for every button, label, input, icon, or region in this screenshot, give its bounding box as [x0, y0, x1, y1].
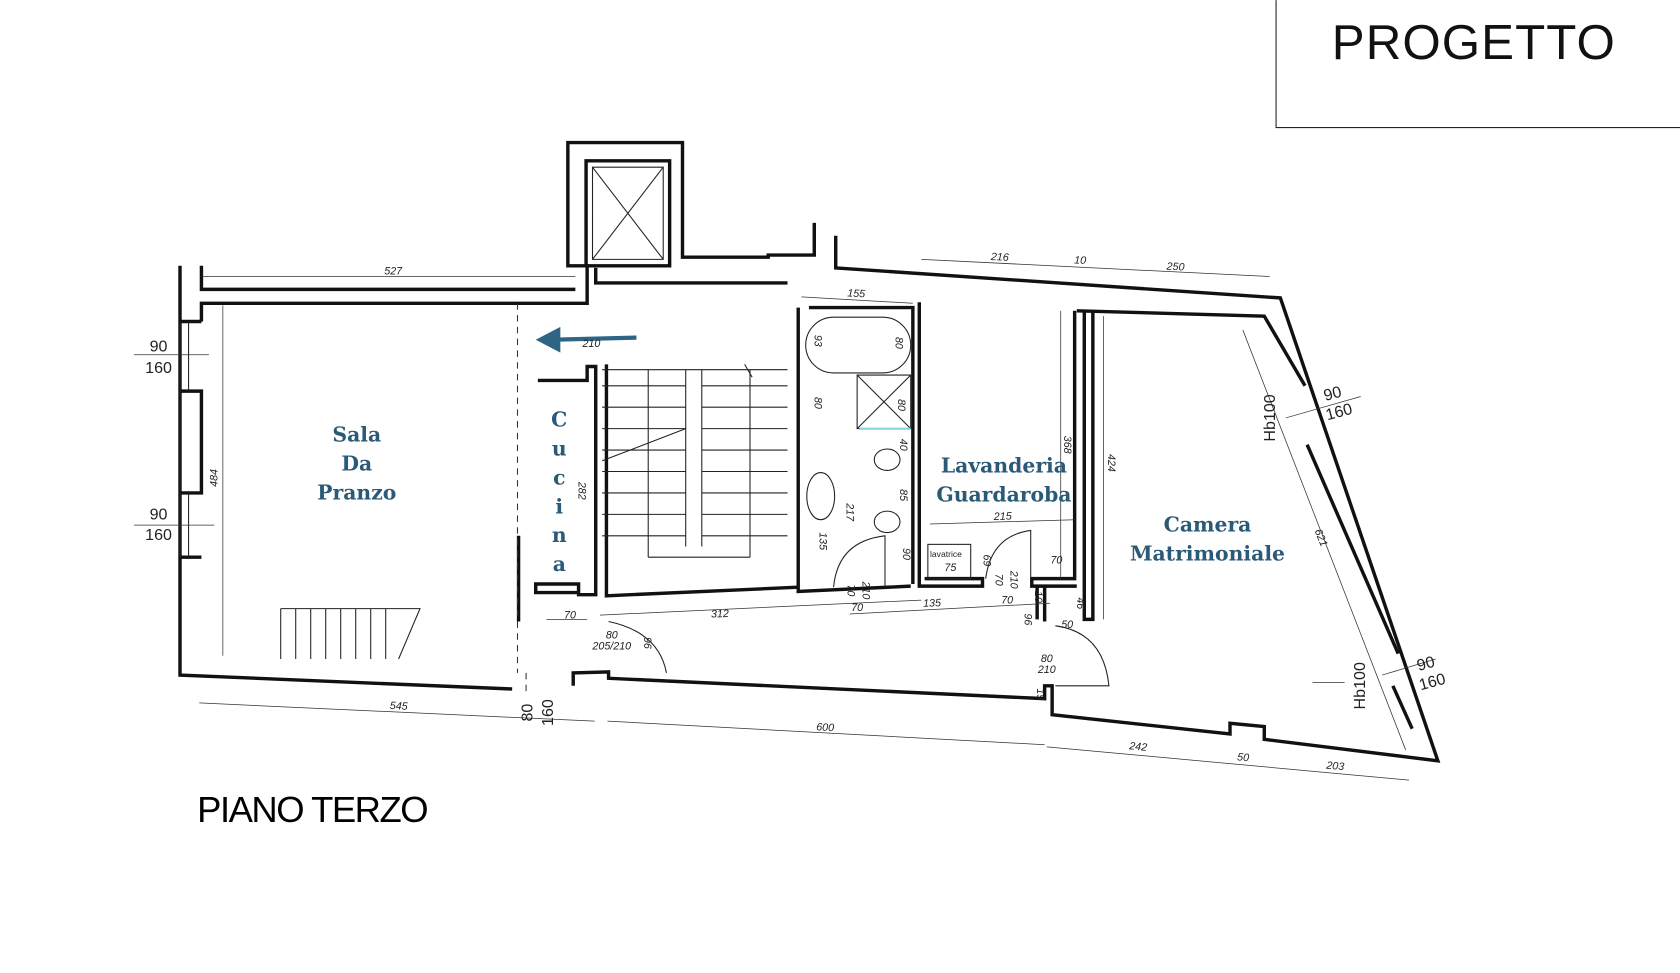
room-label-letter: i	[555, 494, 563, 518]
dimension-label: 160	[145, 359, 172, 377]
dimension-label: 312	[711, 608, 729, 621]
dimension-label: 484	[208, 469, 220, 487]
dimension-label: 210	[1007, 570, 1019, 589]
dimension-label: 90	[1415, 653, 1437, 675]
dimension-label: 80	[893, 337, 905, 349]
room-lavanderia-guardaroba: Lavanderia Guardaroba	[936, 454, 1071, 507]
toilet-icon	[873, 510, 901, 534]
arrow-left-icon	[535, 326, 637, 353]
room-label: Da	[341, 451, 372, 475]
staircase	[280, 364, 788, 660]
dimension-label: 70	[1001, 594, 1013, 606]
dimension-label: 80	[606, 630, 618, 642]
dimension-label: 621	[1312, 527, 1330, 548]
room-label-letter: n	[552, 523, 567, 547]
dimension-label: 160	[539, 699, 557, 726]
dimension-label: 93	[811, 335, 823, 347]
dimension-label: 135	[923, 597, 941, 610]
dimension-label: 80	[1041, 653, 1053, 665]
dimension-label: 90	[1322, 383, 1344, 405]
room-label-letter: a	[553, 552, 566, 576]
room-label-letter: C	[551, 408, 567, 432]
dimension-label: 46	[1074, 597, 1086, 609]
dimension-label: 96	[1021, 613, 1033, 625]
dimension-label: 10	[1074, 254, 1087, 267]
dimension-label: 210	[860, 580, 872, 599]
room-label: Sala	[332, 423, 381, 447]
dimension-label: 90	[900, 548, 912, 560]
room-label: Matrimoniale	[1130, 541, 1285, 565]
dimension-label: 135	[817, 532, 829, 550]
dimension-label: 205/210	[591, 640, 631, 652]
floor-label: PIANO TERZO	[197, 789, 428, 830]
room-label: Camera	[1164, 512, 1252, 536]
dimension-label: 424	[1105, 454, 1117, 472]
dimension-label: 80	[811, 397, 823, 409]
dimension-label: 96	[641, 637, 653, 649]
dimension-label: 215	[993, 510, 1012, 523]
dimension-label: 10	[1032, 591, 1044, 603]
dimension-label: 282	[576, 481, 588, 500]
dimension-label: 40	[897, 439, 909, 451]
dimension-label: 368	[1061, 436, 1073, 454]
dimension-label: 85	[897, 489, 909, 501]
dimension-label: 70	[1050, 555, 1062, 567]
dimension-label: 242	[1128, 740, 1148, 754]
bidet-icon	[873, 448, 901, 471]
room-label: Guardaroba	[936, 483, 1071, 507]
dimension-lines	[133, 258, 1436, 781]
dimension-label: 90	[150, 506, 168, 524]
dimension-label: 69	[981, 554, 993, 566]
dimension-label: 50	[1237, 751, 1250, 764]
room-sala-da-pranzo: Sala Da Pranzo	[317, 423, 396, 505]
dimension-label: 216	[990, 251, 1010, 264]
room-label: Pranzo	[317, 480, 396, 504]
dimension-label: 160	[145, 526, 172, 544]
room-label-letter: u	[552, 436, 567, 460]
room-label-letter: c	[553, 465, 565, 489]
washing-machine	[927, 543, 972, 580]
title-progetto: PROGETTO	[1332, 15, 1616, 70]
dimension-label: 19	[1034, 688, 1046, 700]
dimension-label: 80	[519, 704, 537, 722]
door-swings	[608, 529, 1110, 687]
dimension-label: 155	[847, 287, 866, 300]
title-block: PROGETTO	[1275, 0, 1680, 129]
elevator-shaft-icon	[591, 166, 664, 260]
dimension-label: 527	[384, 265, 403, 277]
dimension-label: 250	[1165, 261, 1185, 274]
dimension-label: 217	[843, 502, 855, 522]
dimension-label: Hb100	[1261, 394, 1279, 441]
dimension-label: 50	[1061, 619, 1073, 631]
dimension-label: 90	[150, 338, 168, 356]
bathroom-fixtures	[805, 316, 972, 580]
dimension-label: 210	[581, 338, 600, 350]
dimension-label: 70	[845, 584, 857, 596]
dimension-label: Hb100	[1351, 662, 1369, 709]
walls	[178, 140, 1441, 763]
dimension-label: 80	[895, 399, 907, 411]
bathtub-icon	[805, 316, 912, 374]
dimension-label: 600	[816, 721, 835, 734]
dimension-label: 75	[944, 562, 956, 574]
room-label: Lavanderia	[941, 454, 1067, 478]
dimension-label: 70	[851, 602, 863, 614]
lavatrice-label: lavatrice	[930, 549, 962, 559]
dimension-label: 210	[1037, 664, 1056, 676]
dimension-label: 70	[992, 574, 1004, 586]
room-camera-matrimoniale: Camera Matrimoniale	[1130, 512, 1285, 565]
dimension-label: 70	[564, 609, 576, 621]
dimension-label: 545	[389, 700, 408, 713]
sink-icon	[806, 472, 836, 521]
dimension-label: 203	[1325, 760, 1345, 774]
